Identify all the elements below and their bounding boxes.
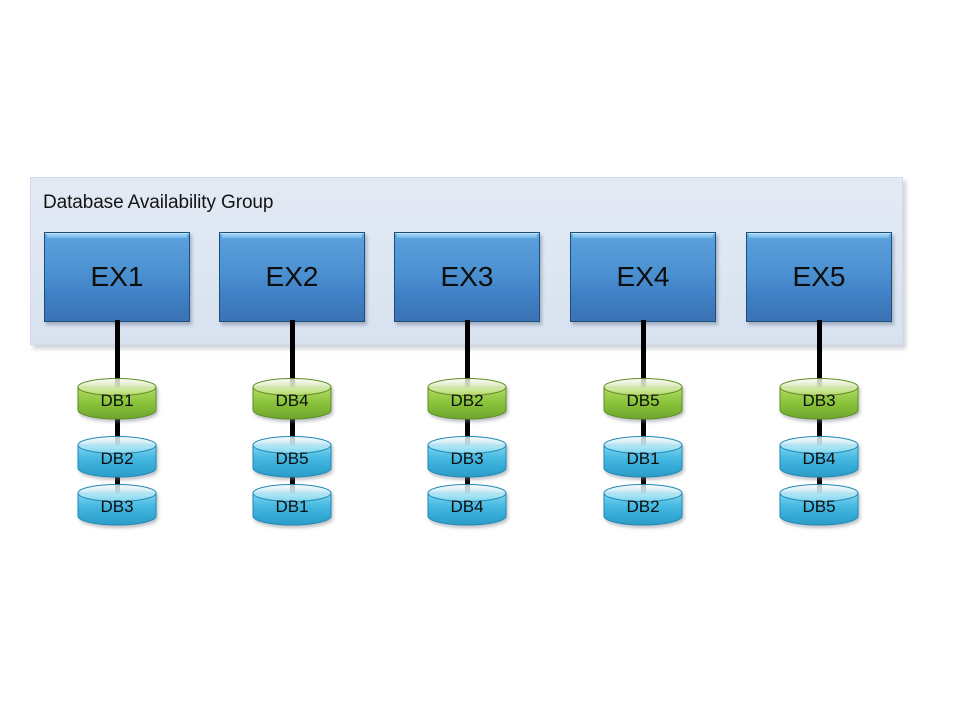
cylinder-shape-icon [252, 436, 332, 478]
server-label: EX1 [90, 261, 144, 292]
database-label: DB3 [802, 390, 836, 410]
cylinder-shape-icon [779, 378, 859, 420]
database-cylinder-db3-active[interactable]: DB3 [779, 378, 859, 420]
database-cylinder-db4-active[interactable]: DB4 [252, 378, 332, 420]
database-label: DB5 [275, 448, 309, 468]
dag-title-label: Database Availability Group [43, 192, 274, 213]
server-box-ex4[interactable]: EX4 [570, 232, 716, 322]
cylinder-shape-icon [603, 378, 683, 420]
cylinder-shape-icon [252, 484, 332, 526]
database-cylinder-db2-passive[interactable]: DB2 [77, 436, 157, 478]
cylinder-shape-icon [77, 378, 157, 420]
database-cylinder-db3-passive[interactable]: DB3 [427, 436, 507, 478]
database-label: DB4 [802, 448, 836, 468]
cylinder-shape-icon [77, 484, 157, 526]
server-box-ex3[interactable]: EX3 [394, 232, 540, 322]
database-label: DB2 [626, 496, 660, 516]
server-label: EX3 [440, 261, 494, 292]
database-cylinder-db4-passive[interactable]: DB4 [779, 436, 859, 478]
cylinder-shape-icon [252, 378, 332, 420]
cylinder-shape-icon [427, 484, 507, 526]
cylinder-shape-icon [77, 436, 157, 478]
cylinder-shape-icon [427, 436, 507, 478]
database-cylinder-db1-active[interactable]: DB1 [77, 378, 157, 420]
database-label: DB3 [450, 448, 484, 468]
database-cylinder-db4-passive[interactable]: DB4 [427, 484, 507, 526]
server-box-ex1[interactable]: EX1 [44, 232, 190, 322]
database-cylinder-db2-passive[interactable]: DB2 [603, 484, 683, 526]
server-box-ex5[interactable]: EX5 [746, 232, 892, 322]
server-box-ex2[interactable]: EX2 [219, 232, 365, 322]
cylinder-shape-icon [779, 484, 859, 526]
database-cylinder-db5-active[interactable]: DB5 [603, 378, 683, 420]
database-label: DB1 [626, 448, 660, 468]
database-cylinder-db5-passive[interactable]: DB5 [252, 436, 332, 478]
database-cylinder-db3-passive[interactable]: DB3 [77, 484, 157, 526]
database-label: DB2 [100, 448, 134, 468]
database-label: DB4 [450, 496, 484, 516]
server-label: EX2 [265, 261, 319, 292]
database-label: DB4 [275, 390, 309, 410]
database-label: DB2 [450, 390, 484, 410]
cylinder-shape-icon [603, 436, 683, 478]
database-label: DB5 [802, 496, 836, 516]
cylinder-shape-icon [603, 484, 683, 526]
database-label: DB3 [100, 496, 134, 516]
database-cylinder-db1-passive[interactable]: DB1 [603, 436, 683, 478]
cylinder-shape-icon [779, 436, 859, 478]
database-label: DB1 [275, 496, 309, 516]
database-label: DB1 [100, 390, 134, 410]
database-cylinder-db5-passive[interactable]: DB5 [779, 484, 859, 526]
database-cylinder-db2-active[interactable]: DB2 [427, 378, 507, 420]
cylinder-shape-icon [427, 378, 507, 420]
database-cylinder-db1-passive[interactable]: DB1 [252, 484, 332, 526]
database-label: DB5 [626, 390, 660, 410]
server-label: EX4 [616, 261, 670, 292]
server-label: EX5 [792, 261, 846, 292]
